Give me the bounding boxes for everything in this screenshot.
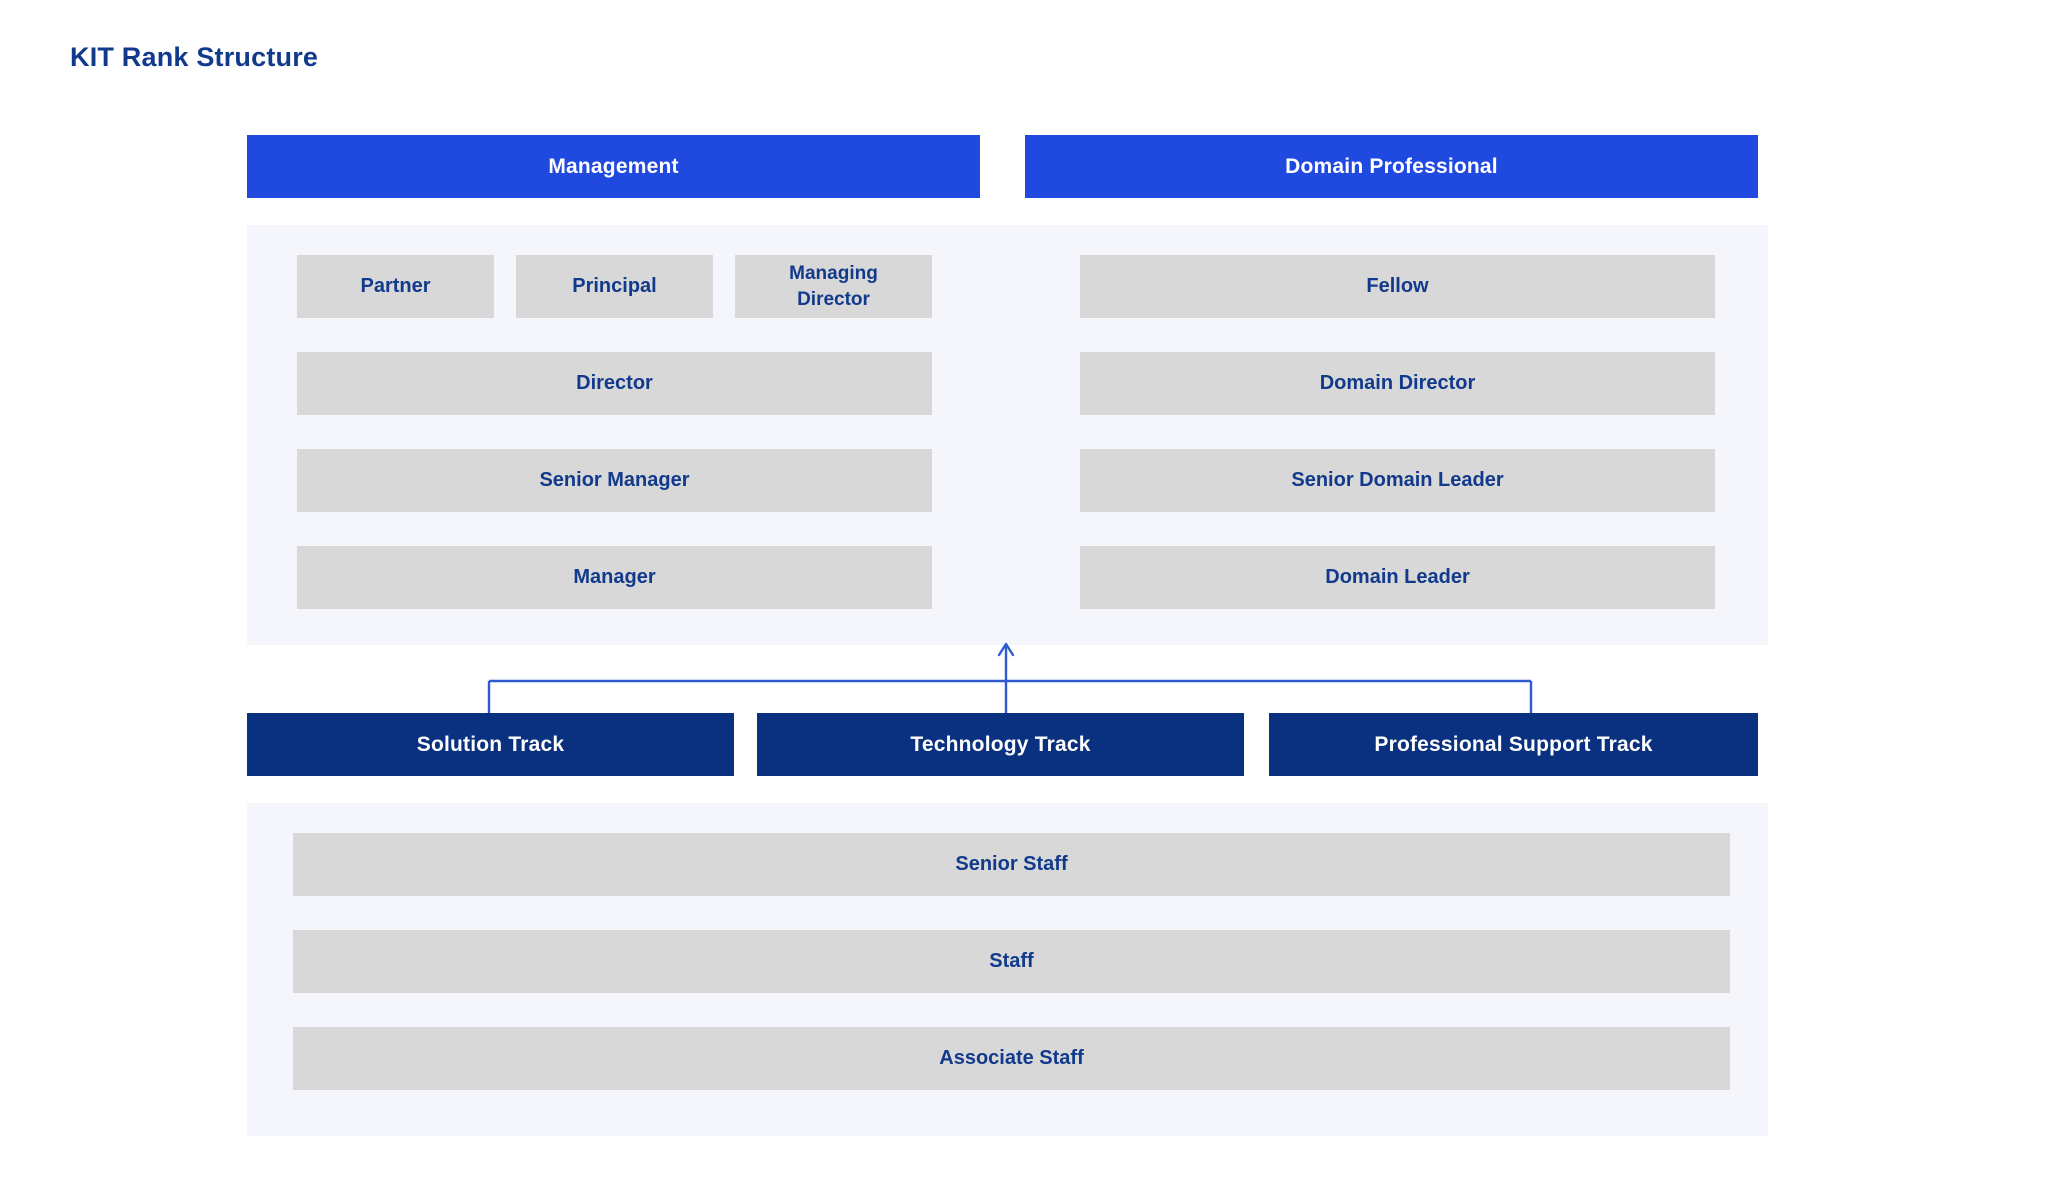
rank-box-fellow-label: Fellow	[1366, 275, 1429, 298]
rank-box-staff[interactable]: Staff	[293, 930, 1730, 993]
rank-box-senior-staff[interactable]: Senior Staff	[293, 833, 1730, 896]
rank-box-managing-director-label: Managing Director	[789, 263, 878, 310]
track-header-professional-support[interactable]: Professional Support Track	[1269, 713, 1758, 776]
rank-box-manager-label: Manager	[573, 566, 656, 589]
page-title: KIT Rank Structure	[70, 42, 319, 72]
rank-box-associate-staff[interactable]: Associate Staff	[293, 1027, 1730, 1090]
rank-box-managing-director[interactable]: Managing Director	[735, 255, 932, 318]
rank-box-staff-label: Staff	[989, 950, 1034, 973]
rank-box-manager[interactable]: Manager	[297, 546, 932, 609]
rank-box-associate-staff-label: Associate Staff	[939, 1047, 1084, 1070]
rank-box-senior-staff-label: Senior Staff	[955, 853, 1068, 876]
rank-box-domain-leader[interactable]: Domain Leader	[1080, 546, 1715, 609]
track-header-technology-label: Technology Track	[910, 732, 1091, 756]
rank-box-principal[interactable]: Principal	[516, 255, 713, 318]
track-header-solution[interactable]: Solution Track	[247, 713, 734, 776]
rank-box-senior-domain-leader-label: Senior Domain Leader	[1291, 469, 1504, 492]
rank-box-senior-manager[interactable]: Senior Manager	[297, 449, 932, 512]
rank-box-partner-label: Partner	[360, 275, 431, 298]
column-header-management-label: Management	[548, 154, 679, 178]
rank-box-director[interactable]: Director	[297, 352, 932, 415]
rank-box-domain-director[interactable]: Domain Director	[1080, 352, 1715, 415]
column-header-management[interactable]: Management	[247, 135, 980, 198]
rank-box-principal-label: Principal	[572, 275, 657, 298]
track-header-technology[interactable]: Technology Track	[757, 713, 1244, 776]
rank-box-partner[interactable]: Partner	[297, 255, 494, 318]
column-header-domain-professional[interactable]: Domain Professional	[1025, 135, 1758, 198]
connector-arrowhead-icon	[997, 642, 1015, 657]
rank-box-senior-domain-leader[interactable]: Senior Domain Leader	[1080, 449, 1715, 512]
track-header-professional-support-label: Professional Support Track	[1374, 732, 1653, 756]
rank-box-fellow[interactable]: Fellow	[1080, 255, 1715, 318]
column-header-domain-professional-label: Domain Professional	[1285, 154, 1498, 178]
track-header-solution-label: Solution Track	[416, 732, 565, 756]
rank-box-senior-manager-label: Senior Manager	[539, 469, 690, 492]
rank-box-domain-leader-label: Domain Leader	[1325, 566, 1470, 589]
rank-box-director-label: Director	[576, 372, 653, 395]
rank-box-domain-director-label: Domain Director	[1319, 372, 1476, 395]
